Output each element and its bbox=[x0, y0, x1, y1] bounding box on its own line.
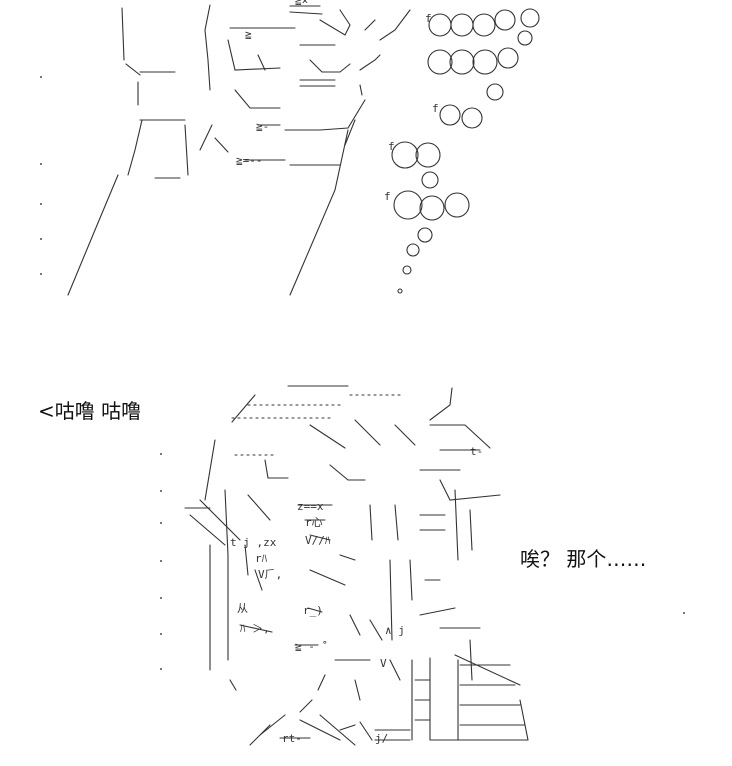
svg-text:ﾊ ＞,: ﾊ ＞, bbox=[240, 622, 270, 635]
margin-dot bbox=[160, 668, 162, 670]
margin-dot bbox=[683, 612, 685, 614]
svg-text:V//ﾊ: V//ﾊ bbox=[305, 534, 331, 547]
bubble-cluster bbox=[391, 8, 540, 294]
svg-text:≧-: ≧- bbox=[256, 120, 269, 133]
svg-text:V: V bbox=[380, 657, 387, 670]
svg-text:r心: r心 bbox=[305, 516, 323, 529]
svg-text:rﾊ: rﾊ bbox=[255, 552, 268, 565]
margin-dot bbox=[40, 238, 42, 240]
svg-text:f: f bbox=[384, 190, 391, 203]
margin-dot bbox=[160, 560, 162, 562]
margin-dot bbox=[160, 490, 162, 492]
svg-text:j/: j/ bbox=[375, 732, 388, 745]
svg-text:t j ,zx: t j ,zx bbox=[230, 536, 277, 549]
svg-text:r_): r_) bbox=[303, 604, 323, 617]
svg-text:≧: ≧ bbox=[245, 28, 252, 41]
margin-dot bbox=[40, 76, 42, 78]
margin-dot bbox=[160, 633, 162, 635]
margin-dot bbox=[40, 203, 42, 205]
margin-dot bbox=[40, 273, 42, 275]
svg-text:f: f bbox=[425, 12, 432, 25]
svg-text:z==x: z==x bbox=[297, 500, 324, 513]
svg-text:f: f bbox=[432, 102, 439, 115]
svg-text:从: 从 bbox=[237, 602, 248, 615]
svg-text:∧ j: ∧ j bbox=[385, 624, 405, 637]
svg-text:≧×: ≧× bbox=[295, 0, 308, 7]
margin-dot bbox=[160, 522, 162, 524]
upper-figure bbox=[67, 4, 540, 296]
margin-dot bbox=[160, 597, 162, 599]
svg-text:rt-: rt- bbox=[282, 732, 302, 745]
speech-gulp-sound: <咕噜 咕噜 bbox=[38, 399, 142, 423]
margin-dot bbox=[40, 163, 42, 165]
svg-text:≧=--: ≧=-- bbox=[236, 154, 263, 167]
svg-text:V⺁,: V⺁, bbox=[258, 568, 282, 581]
art-glyphs: ≧× ≧ ≧- ≧=-- f f f f z==x r心 V//ﾊ t j ,z… bbox=[230, 0, 483, 745]
speech-huh-line: 唉？ 那个…… bbox=[520, 547, 647, 571]
svg-text:f: f bbox=[388, 140, 395, 153]
svg-text:t-: t- bbox=[470, 445, 483, 458]
lower-figure bbox=[184, 385, 529, 746]
svg-text:≧ - ˚: ≧ - ˚ bbox=[295, 640, 328, 653]
margin-dot bbox=[160, 453, 162, 455]
